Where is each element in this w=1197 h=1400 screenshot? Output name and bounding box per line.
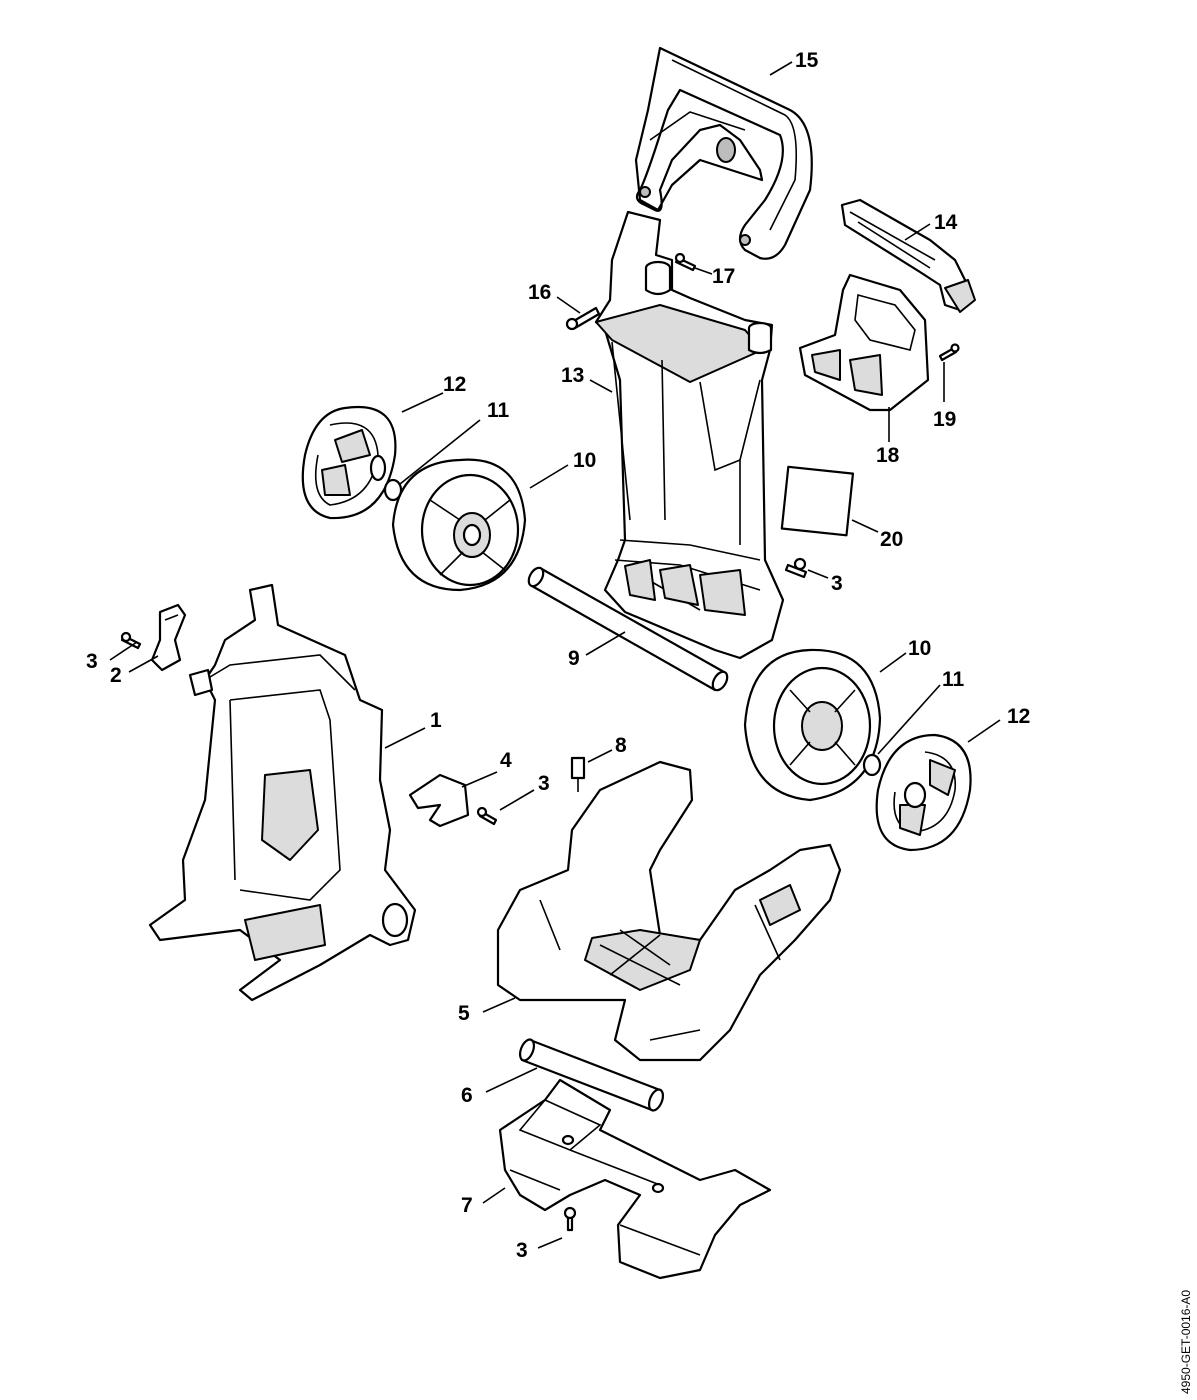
callout-11-left: 11: [487, 399, 510, 422]
part-16-screw: [565, 306, 601, 331]
callout-10-right: 10: [908, 637, 931, 660]
callout-15: 15: [795, 49, 819, 72]
part-12-hubcap-left: [301, 405, 397, 520]
callout-9: 9: [568, 647, 580, 670]
part-12-hubcap-right: [875, 733, 972, 852]
part-2-hook: [150, 603, 187, 672]
callout-labels: 15 14 17 16 13 12 11 10 18 19 20 3 9 10 …: [86, 49, 1030, 1262]
callout-18: 18: [876, 444, 900, 467]
callout-11-right: 11: [942, 668, 965, 691]
callout-4: 4: [500, 749, 512, 772]
callout-1: 1: [430, 709, 442, 732]
part-15-handle: [634, 46, 813, 260]
callout-2: 2: [110, 664, 122, 687]
part-8-insert: [570, 756, 586, 792]
leader-lines: [109, 61, 1001, 1249]
part-17-screw: [674, 252, 697, 272]
callout-13: 13: [561, 364, 584, 387]
callout-6: 6: [461, 1084, 473, 1107]
part-3-screw-left: [120, 631, 142, 650]
part-18-bracket: [798, 273, 930, 412]
part-3-screw-right: [784, 557, 808, 579]
callout-14: 14: [934, 211, 958, 234]
callout-12-left: 12: [443, 373, 466, 396]
part-14-holder: [840, 198, 976, 313]
part-6-tube: [518, 1038, 665, 1112]
part-9-axle: [527, 566, 729, 692]
drawing-code: 4950-GET-0016-A0: [1179, 1290, 1193, 1394]
part-19-screw: [938, 343, 960, 362]
callout-12-right: 12: [1007, 705, 1030, 728]
part-7-foot: [498, 1078, 772, 1280]
part-3-screw-mid: [476, 806, 498, 826]
callout-3-right: 3: [831, 572, 843, 595]
callout-7: 7: [461, 1194, 473, 1217]
callout-3-mid: 3: [538, 772, 550, 795]
callout-3-left: 3: [86, 650, 98, 673]
callout-17: 17: [712, 265, 735, 288]
part-1-frame: [148, 583, 417, 1002]
callout-20: 20: [880, 528, 903, 551]
callout-16: 16: [528, 281, 551, 304]
callout-3-bottom: 3: [516, 1239, 528, 1262]
part-3-screw-bottom: [563, 1206, 577, 1232]
part-11-clip-right: [862, 753, 882, 777]
callout-8: 8: [615, 734, 627, 757]
callout-19: 19: [933, 408, 956, 431]
part-11-clip-left: [383, 478, 403, 502]
part-13-frame: [594, 210, 785, 660]
callout-5: 5: [458, 1002, 470, 1025]
part-5-base: [496, 760, 842, 1062]
part-20-label: [780, 465, 855, 537]
part-10-wheel-right: [743, 648, 882, 802]
callout-10-left: 10: [573, 449, 596, 472]
part-4-clip: [408, 773, 470, 828]
part-10-wheel-left: [391, 458, 527, 592]
